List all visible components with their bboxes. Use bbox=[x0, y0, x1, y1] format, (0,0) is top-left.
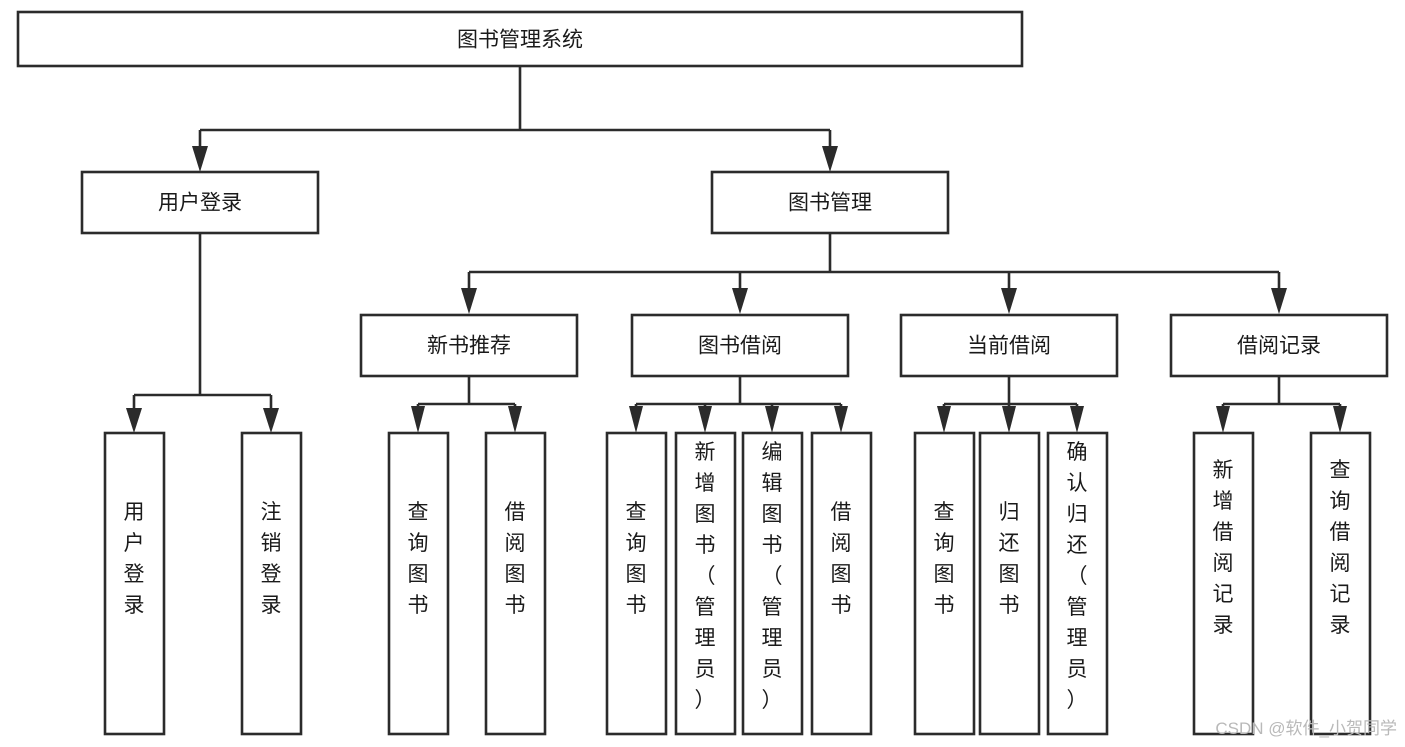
node-leaf-return-book-box[interactable] bbox=[978, 431, 1041, 736]
node-leaf-query-book-2-label: 查询图书 bbox=[626, 501, 647, 617]
node-leaf-edit-book[interactable]: 编辑图书（管理员） bbox=[741, 431, 804, 736]
connector-newbook-to-leaves bbox=[416, 376, 517, 420]
arrowhead-to-leaf-add-record bbox=[1216, 406, 1230, 433]
node-leaf-borrow-book-1[interactable]: 借阅图书 bbox=[484, 431, 547, 736]
arrowhead-to-leaf-query-book-3 bbox=[937, 406, 951, 433]
arrowhead-to-user-login bbox=[192, 146, 208, 172]
node-leaf-query-book-3[interactable]: 查询图书 bbox=[913, 431, 976, 736]
node-leaf-return-book[interactable]: 归还图书 bbox=[978, 431, 1041, 736]
node-leaf-add-book-label: 新增图书（管理员） bbox=[695, 441, 716, 712]
arrowhead-to-leaf-query-book-1 bbox=[411, 406, 425, 433]
arrowhead-to-leaf-borrow-book-1 bbox=[508, 406, 522, 433]
csdn-watermark: CSDN @软件_小贺同学 bbox=[1215, 719, 1397, 738]
node-leaf-add-book-box[interactable] bbox=[674, 431, 737, 736]
arrowhead-to-leaf-confirm-return bbox=[1070, 406, 1084, 433]
node-leaf-borrow-book-2-label: 借阅图书 bbox=[831, 501, 852, 617]
arrowhead-to-leaf-add-book bbox=[698, 406, 712, 433]
node-borrow-record[interactable]: 借阅记录 bbox=[1169, 313, 1389, 378]
arrowhead-to-leaf-logout bbox=[263, 408, 279, 433]
node-leaf-logout[interactable]: 注销登录 bbox=[240, 431, 303, 736]
node-leaf-return-book-label: 归还图书 bbox=[999, 501, 1020, 617]
node-new-book-recommend-box[interactable] bbox=[359, 313, 579, 378]
connector-bookmgmt-to-level3 bbox=[467, 233, 1281, 300]
node-book-borrow-box[interactable] bbox=[630, 313, 850, 378]
node-leaf-confirm-return-box[interactable] bbox=[1046, 431, 1109, 736]
node-leaf-confirm-return[interactable]: 确认归还（管理员） bbox=[1046, 431, 1109, 736]
arrowheads-group bbox=[126, 146, 1347, 433]
node-leaf-edit-book-label: 编辑图书（管理员） bbox=[762, 441, 783, 712]
arrowhead-to-leaf-edit-book bbox=[765, 406, 779, 433]
node-user-login[interactable]: 用户登录 bbox=[80, 170, 320, 235]
node-leaf-borrow-book-1-box[interactable] bbox=[484, 431, 547, 736]
node-root[interactable]: 图书管理系统 bbox=[16, 10, 1024, 68]
node-leaf-user-login-box[interactable] bbox=[103, 431, 166, 736]
node-leaf-logout-box[interactable] bbox=[240, 431, 303, 736]
connector-root-to-level2 bbox=[198, 66, 832, 158]
arrowhead-to-current-borrow bbox=[1001, 288, 1017, 314]
connector-borrowrecord-to-leaves bbox=[1221, 376, 1342, 420]
arrowhead-to-book-management bbox=[822, 146, 838, 172]
connector-bookborrow-to-leaves bbox=[634, 376, 843, 420]
node-leaf-query-book-3-box[interactable] bbox=[913, 431, 976, 736]
node-leaf-query-record-label: 查询借阅记录 bbox=[1330, 459, 1351, 637]
node-current-borrow-label: 当前借阅 bbox=[967, 335, 1051, 358]
node-leaf-query-book-3-label: 查询图书 bbox=[934, 501, 955, 617]
node-book-borrow[interactable]: 图书借阅 bbox=[630, 313, 850, 378]
node-leaf-user-login-label: 用户登录 bbox=[124, 501, 145, 617]
node-leaf-add-record-box[interactable] bbox=[1192, 431, 1255, 736]
node-leaf-borrow-book-2-box[interactable] bbox=[810, 431, 873, 736]
arrowhead-to-new-book-recommend bbox=[461, 288, 477, 314]
node-book-borrow-label: 图书借阅 bbox=[698, 335, 782, 358]
node-book-management[interactable]: 图书管理 bbox=[710, 170, 950, 235]
connector-userlogin-to-leaves bbox=[132, 233, 273, 420]
node-leaf-add-book[interactable]: 新增图书（管理员） bbox=[674, 431, 737, 736]
node-leaf-borrow-book-1-label: 借阅图书 bbox=[505, 501, 526, 617]
connectors-group bbox=[132, 66, 1342, 420]
node-leaf-query-book-1[interactable]: 查询图书 bbox=[387, 431, 450, 736]
node-leaf-query-book-2-box[interactable] bbox=[605, 431, 668, 736]
node-borrow-record-box[interactable] bbox=[1169, 313, 1389, 378]
arrowhead-to-leaf-return-book bbox=[1002, 406, 1016, 433]
node-new-book-recommend-label: 新书推荐 bbox=[427, 335, 511, 358]
node-leaf-query-record[interactable]: 查询借阅记录 bbox=[1309, 431, 1372, 736]
node-user-login-box[interactable] bbox=[80, 170, 320, 235]
node-root-box[interactable] bbox=[16, 10, 1024, 68]
node-leaf-query-book-2[interactable]: 查询图书 bbox=[605, 431, 668, 736]
arrowhead-to-borrow-record bbox=[1271, 288, 1287, 314]
arrowhead-to-leaf-borrow-book-2 bbox=[834, 406, 848, 433]
node-leaf-edit-book-box[interactable] bbox=[741, 431, 804, 736]
node-book-management-box[interactable] bbox=[710, 170, 950, 235]
node-leaf-query-book-1-box[interactable] bbox=[387, 431, 450, 736]
node-leaf-confirm-return-label: 确认归还（管理员） bbox=[1067, 441, 1088, 712]
node-current-borrow-box[interactable] bbox=[899, 313, 1119, 378]
node-leaf-borrow-book-2[interactable]: 借阅图书 bbox=[810, 431, 873, 736]
arrowhead-to-leaf-query-record bbox=[1333, 406, 1347, 433]
arrowhead-to-book-borrow bbox=[732, 288, 748, 314]
node-leaf-query-book-1-label: 查询图书 bbox=[408, 501, 429, 617]
node-borrow-record-label: 借阅记录 bbox=[1237, 335, 1321, 358]
node-new-book-recommend[interactable]: 新书推荐 bbox=[359, 313, 579, 378]
node-leaf-logout-label: 注销登录 bbox=[261, 501, 282, 617]
node-leaf-add-record-label: 新增借阅记录 bbox=[1213, 459, 1234, 637]
arrowhead-to-leaf-user-login bbox=[126, 408, 142, 433]
node-user-login-label: 用户登录 bbox=[158, 192, 242, 215]
node-root-label: 图书管理系统 bbox=[457, 29, 583, 52]
node-leaf-user-login[interactable]: 用户登录 bbox=[103, 431, 166, 736]
node-current-borrow[interactable]: 当前借阅 bbox=[899, 313, 1119, 378]
node-leaf-query-record-box[interactable] bbox=[1309, 431, 1372, 736]
node-leaf-add-record[interactable]: 新增借阅记录 bbox=[1192, 431, 1255, 736]
node-book-management-label: 图书管理 bbox=[788, 192, 872, 215]
arrowhead-to-leaf-query-book-2 bbox=[629, 406, 643, 433]
